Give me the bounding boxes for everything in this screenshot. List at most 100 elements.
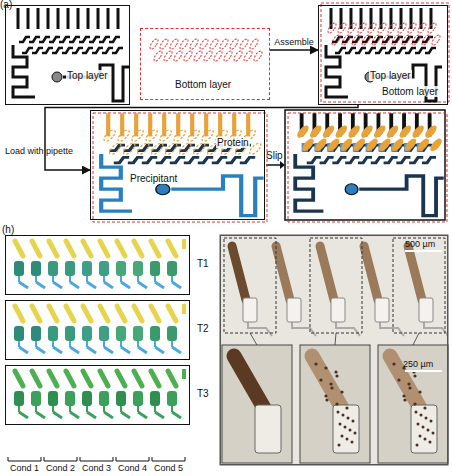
zigzag-channel bbox=[180, 145, 195, 151]
zigzag-channel bbox=[112, 48, 123, 53]
protein-rod bbox=[168, 371, 176, 386]
comb-channel bbox=[17, 8, 20, 29]
crystal bbox=[432, 432, 435, 435]
crystal bbox=[403, 398, 406, 401]
inlet-hole bbox=[345, 184, 358, 195]
feed-channel bbox=[53, 347, 62, 353]
feed-channel bbox=[121, 282, 130, 288]
drawing-group bbox=[149, 38, 264, 63]
protein-rod bbox=[32, 371, 40, 386]
feed-channel bbox=[19, 412, 28, 418]
bottom-well bbox=[219, 38, 230, 51]
protein-rod bbox=[32, 241, 40, 256]
zoom-well bbox=[255, 405, 281, 453]
zigzag-channel bbox=[62, 48, 73, 53]
protein-rod bbox=[49, 371, 57, 386]
feed-channel bbox=[36, 412, 45, 418]
crystal bbox=[319, 378, 322, 381]
step-label: Assemble bbox=[271, 37, 317, 47]
zigzag-channel bbox=[365, 48, 376, 53]
zigzag-channel bbox=[29, 37, 40, 42]
protein-rod bbox=[66, 371, 74, 386]
photo-channel bbox=[380, 322, 404, 336]
crystal bbox=[335, 402, 338, 405]
zigzag-channel bbox=[412, 37, 423, 42]
bottom-well bbox=[429, 138, 443, 152]
crystal bbox=[427, 429, 430, 432]
bottom-well bbox=[327, 22, 338, 35]
bottom-well bbox=[169, 38, 180, 51]
zigzag-channel bbox=[415, 48, 426, 53]
precipitant-well bbox=[150, 326, 160, 341]
precipitant-well bbox=[65, 261, 75, 276]
crystal bbox=[339, 423, 342, 426]
precipitant-well bbox=[133, 391, 143, 406]
crystal bbox=[346, 438, 349, 441]
zigzag-channel bbox=[19, 37, 30, 42]
bottom-well bbox=[173, 50, 184, 63]
comb-channel bbox=[37, 8, 40, 29]
bottom-well bbox=[209, 38, 220, 51]
crystal bbox=[420, 414, 423, 417]
zoom-box bbox=[310, 238, 362, 333]
serpentine-channel bbox=[171, 176, 263, 216]
scale-bar bbox=[405, 370, 442, 372]
zigzag-channel bbox=[425, 48, 436, 53]
zigzag-channel bbox=[405, 48, 416, 53]
zoom-box bbox=[393, 238, 445, 333]
micrograph bbox=[220, 235, 448, 465]
zoom-leader bbox=[413, 333, 419, 345]
bottom-well bbox=[248, 142, 263, 156]
bottom-well bbox=[411, 125, 425, 139]
precipitant-well bbox=[65, 391, 75, 406]
zigzag-channel bbox=[332, 157, 346, 163]
bottom-well bbox=[391, 34, 402, 47]
bottom-well bbox=[360, 125, 374, 139]
bottom-well bbox=[361, 34, 372, 47]
zigzag-channel bbox=[362, 37, 373, 42]
bottom-well bbox=[351, 34, 362, 47]
zoom-box bbox=[224, 238, 276, 333]
feed-channel bbox=[87, 282, 96, 288]
bottom-well bbox=[249, 38, 260, 51]
protein-rod bbox=[15, 371, 23, 386]
feed-channel bbox=[138, 282, 147, 288]
precipitant-well bbox=[14, 391, 24, 406]
protein-rod bbox=[100, 241, 108, 256]
zigzag-channel bbox=[358, 157, 372, 163]
protein-rod bbox=[134, 371, 142, 386]
zigzag-channel bbox=[138, 145, 153, 151]
feed-channel bbox=[104, 347, 113, 353]
zigzag-channel bbox=[392, 37, 403, 42]
bottom-well bbox=[424, 125, 438, 139]
precipitant-well bbox=[116, 326, 126, 341]
zigzag-channel bbox=[69, 37, 80, 42]
panel-label: 250 µm bbox=[402, 359, 434, 370]
bottom-well bbox=[229, 38, 240, 51]
crystal bbox=[424, 438, 427, 441]
zigzag-channel bbox=[39, 37, 50, 42]
bottom-well bbox=[199, 38, 210, 51]
load-bottom-outline bbox=[93, 113, 267, 222]
zigzag-channel bbox=[102, 48, 113, 53]
zigzag-channel bbox=[240, 157, 255, 163]
protein-rod bbox=[83, 371, 91, 386]
zigzag-channel bbox=[395, 48, 406, 53]
drawing-group bbox=[101, 113, 263, 215]
panel-label: Bottom layer bbox=[381, 86, 439, 97]
crystal bbox=[392, 362, 395, 365]
feed-channel bbox=[36, 282, 45, 288]
serpentine-channel bbox=[295, 154, 323, 211]
zigzag-channel bbox=[332, 37, 343, 42]
zigzag-channel bbox=[335, 48, 346, 53]
panel-label: 500 µm bbox=[404, 239, 436, 250]
bottom-well bbox=[178, 142, 193, 156]
zigzag-channel bbox=[170, 157, 185, 163]
protein-rod bbox=[100, 371, 108, 386]
bottom-well bbox=[159, 38, 170, 51]
panel: Bottom layer bbox=[140, 28, 270, 100]
panel: ProteinPrecipitant bbox=[90, 110, 265, 220]
bottom-well bbox=[200, 129, 215, 143]
protein-rod bbox=[151, 371, 159, 386]
zigzag-channel bbox=[422, 157, 436, 163]
